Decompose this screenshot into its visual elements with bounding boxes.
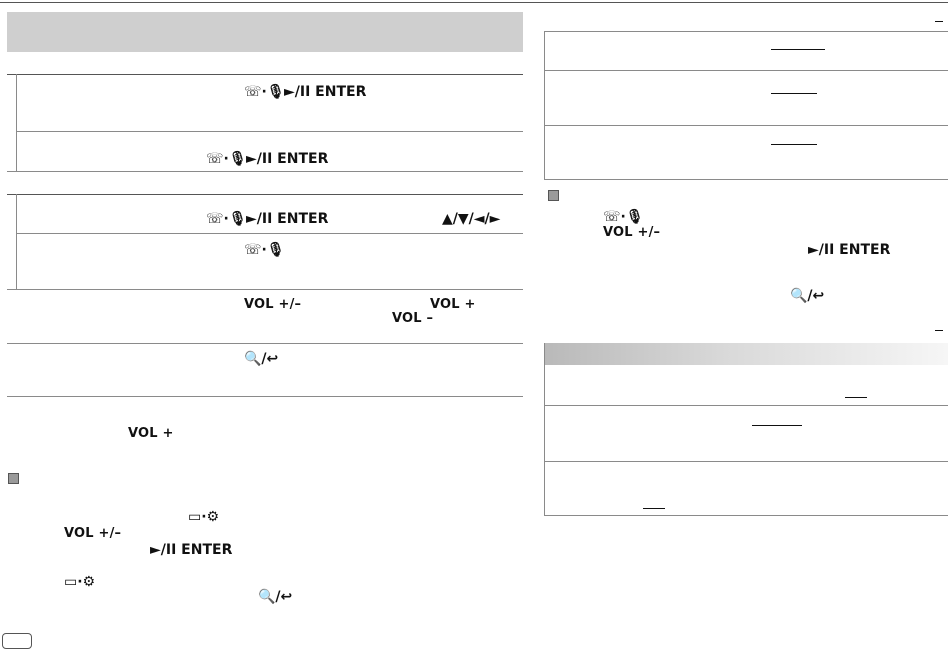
table3-left-border	[544, 31, 545, 179]
section-bullet-icon	[548, 190, 559, 201]
table4-row-rule	[544, 461, 948, 462]
underline-mark	[771, 93, 817, 94]
table2-left-border	[16, 194, 17, 289]
row-rule	[7, 396, 523, 397]
display-settings-icon: ▭·⚙	[64, 574, 96, 590]
underline-mark	[771, 49, 825, 50]
play-pause-enter-icon: ►/II ENTER	[284, 84, 367, 100]
phone-voice-icon: ☏·🎙	[603, 209, 644, 225]
phone-voice-icon: ☏·🎙	[206, 211, 247, 227]
search-back-icon: 🔍/↩	[258, 589, 293, 605]
vol-plus-icon: VOL +	[430, 297, 476, 312]
search-back-icon: 🔍/↩	[244, 351, 279, 367]
table4-left-border	[544, 343, 545, 515]
page-number-box	[2, 633, 32, 649]
table3-top-rule	[544, 31, 948, 32]
top-rule	[0, 2, 948, 3]
row-rule	[7, 343, 523, 344]
table1-left-border	[16, 74, 17, 171]
table4-header	[544, 343, 948, 365]
table2-top-rule	[7, 194, 523, 195]
table4-row-rule	[544, 405, 948, 406]
section-header-bar	[7, 12, 523, 52]
vol-plus-icon: VOL +	[128, 426, 174, 441]
continued-mark	[935, 21, 943, 22]
table3-row-rule	[544, 125, 948, 126]
table3-bottom-rule	[544, 179, 948, 180]
vol-minus-icon: VOL –	[392, 311, 434, 326]
display-settings-icon: ▭·⚙	[188, 509, 220, 525]
table2-bottom-rule	[7, 289, 523, 290]
vol-plus-minus-icon: VOL +/–	[244, 297, 302, 312]
search-back-icon: 🔍/↩	[790, 288, 825, 304]
phone-voice-icon: ☏·🎙	[244, 242, 285, 258]
play-pause-enter-icon: ►/II ENTER	[246, 151, 329, 167]
play-pause-enter-icon: ►/II ENTER	[246, 211, 329, 227]
play-pause-enter-icon: ►/II ENTER	[150, 542, 233, 558]
phone-voice-icon: ☏·🎙	[206, 151, 247, 167]
continued-mark	[935, 330, 943, 331]
underline-mark	[752, 425, 802, 426]
vol-plus-minus-icon: VOL +/–	[603, 225, 661, 240]
table3-row-rule	[544, 70, 948, 71]
play-pause-enter-icon: ►/II ENTER	[808, 242, 891, 258]
vol-plus-minus-icon: VOL +/–	[64, 526, 122, 541]
table1-top-rule	[7, 74, 523, 75]
table2-row-rule	[16, 233, 523, 234]
table1-bottom-rule	[7, 171, 523, 172]
table4-bottom-rule	[544, 515, 948, 516]
phone-voice-icon: ☏·🎙	[244, 84, 285, 100]
underline-mark	[643, 508, 665, 509]
arrow-keys-icon: ▲/▼/◄/►	[442, 211, 501, 227]
section-bullet-icon	[8, 473, 19, 484]
table1-row-rule	[16, 131, 523, 132]
underline-mark	[845, 397, 867, 398]
underline-mark	[771, 144, 817, 145]
